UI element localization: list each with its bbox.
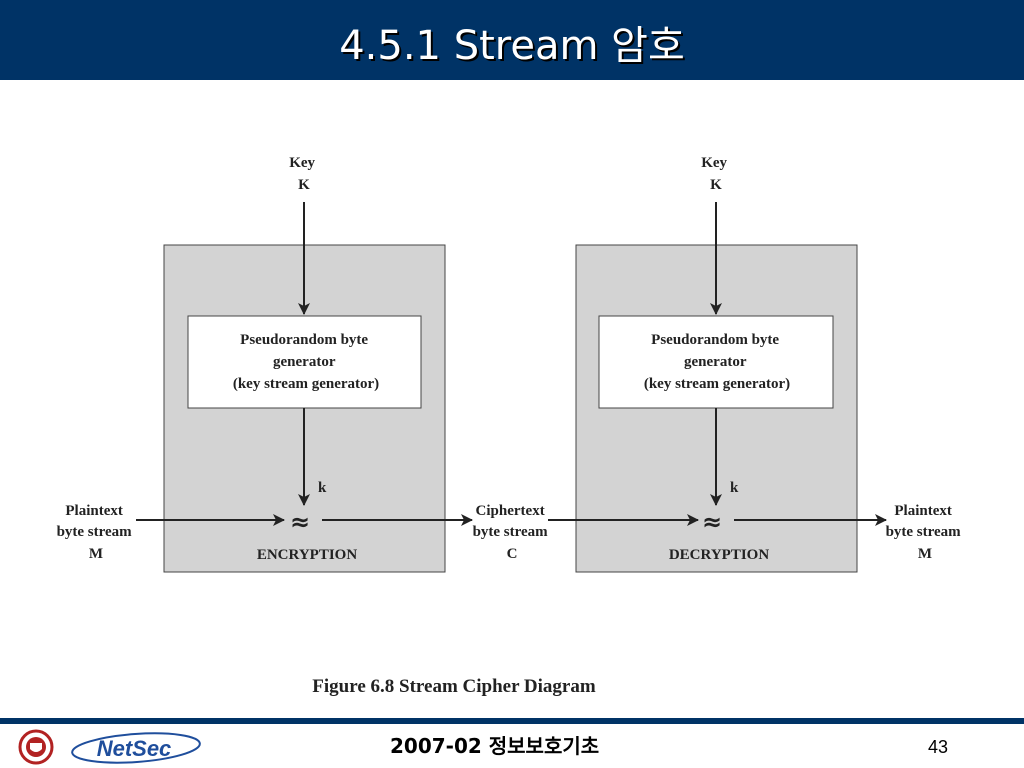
title-bar <box>0 0 1024 80</box>
figure-caption: Figure 6.8 Stream Cipher Diagram <box>312 676 596 697</box>
footer-course-label: 2007-02 정보보호기초 <box>390 734 600 758</box>
plaintext-input-label: Plaintext byte stream M <box>57 503 136 562</box>
footer-rule <box>0 718 1024 724</box>
netsec-logo-text: NetSec <box>97 736 172 761</box>
footer-logos: NetSec <box>18 729 201 765</box>
ciphertext-label: Ciphertext byte stream C <box>473 503 552 562</box>
decryption-generator-box <box>598 315 834 409</box>
enc-key-label: Key K <box>289 155 319 193</box>
dec-generator-label: Pseudorandom byte generator (key stream … <box>644 332 790 392</box>
slide-title: 4.5.1 Stream 암호 <box>339 23 685 69</box>
dec-k-label: k <box>730 480 739 496</box>
enc-k-label: k <box>318 480 327 496</box>
university-seal-icon <box>18 729 54 765</box>
decryption-label: DECRYPTION <box>669 547 769 563</box>
plaintext-output-label: Plaintext byte stream M <box>886 503 965 562</box>
enc-generator-label: Pseudorandom byte generator (key stream … <box>233 332 379 392</box>
dec-xor-symbol: ≈ <box>702 508 722 536</box>
encryption-label: ENCRYPTION <box>257 547 357 563</box>
encryption-generator-box <box>187 315 422 409</box>
enc-xor-symbol: ≈ <box>290 508 310 536</box>
dec-key-label: Key K <box>701 155 731 193</box>
netsec-logo: NetSec <box>71 732 201 764</box>
page-number: 43 <box>928 737 949 757</box>
